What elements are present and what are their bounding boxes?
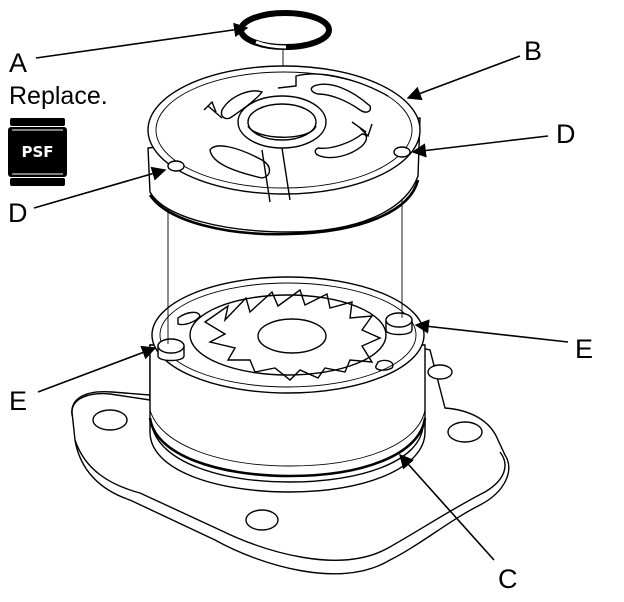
callout-d-left: D (8, 198, 28, 228)
dowel-pin-left (157, 338, 185, 362)
callout-d-right: D (556, 119, 576, 149)
pump-housing (71, 276, 510, 575)
callout-e-left: E (9, 386, 27, 416)
replace-note: Replace. (9, 82, 108, 110)
callout-c: C (498, 564, 518, 594)
callout-e-right: E (575, 334, 593, 364)
dowel-pin-right (385, 312, 413, 336)
o-ring (238, 10, 332, 50)
pump-cover (147, 65, 421, 236)
psf-icon-label: PSF (21, 143, 53, 161)
leader-lines (33, 22, 569, 561)
callout-b: B (524, 36, 542, 66)
psf-icon: PSF (8, 118, 67, 186)
callout-a: A (9, 48, 27, 78)
